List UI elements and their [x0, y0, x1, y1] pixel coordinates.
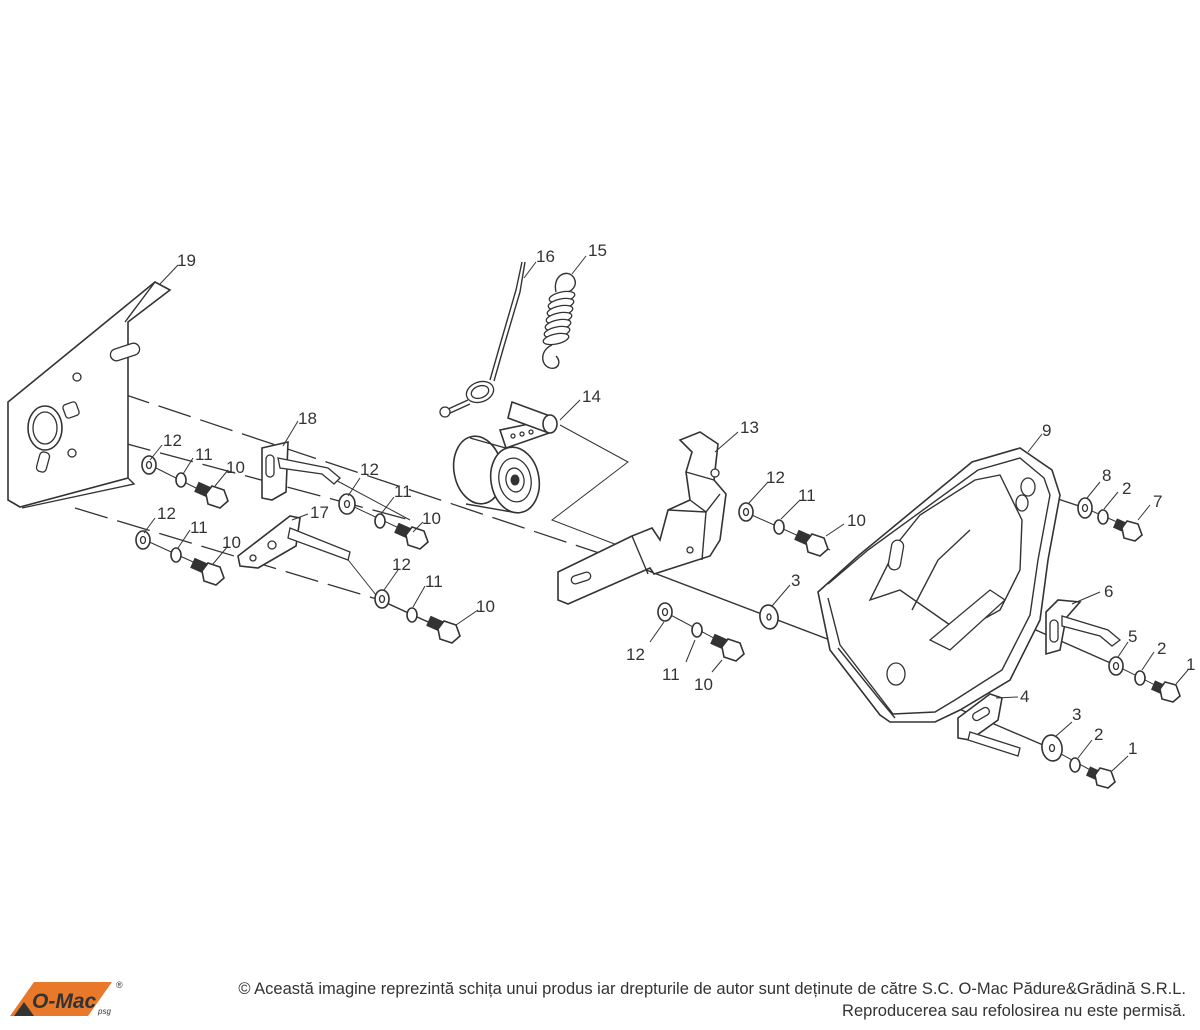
fastener-set-e: [738, 502, 829, 557]
part-18-bracket: [261, 440, 341, 501]
fastener-set-right-mid: [1108, 656, 1181, 703]
label-2: 2: [1122, 479, 1131, 498]
label-2: 2: [1157, 639, 1166, 658]
label-12: 12: [626, 645, 645, 664]
label-10: 10: [422, 509, 441, 528]
copyright-notice: © Această imagine reprezintă schița unui…: [126, 978, 1186, 1022]
logo-text: O-Mac: [32, 990, 97, 1013]
label-10: 10: [226, 458, 245, 477]
fastener-set-b: [338, 493, 429, 550]
logo-sub: psg: [97, 1007, 111, 1016]
label-7: 7: [1153, 492, 1162, 511]
label-11: 11: [394, 482, 412, 501]
label-10: 10: [476, 597, 495, 616]
label-14: 14: [582, 387, 601, 406]
label-1: 1: [1186, 655, 1195, 674]
label-8: 8: [1102, 466, 1111, 485]
copyright-line-1: © Această imagine reprezintă schița unui…: [238, 980, 1186, 998]
label-10: 10: [694, 675, 713, 694]
label-19: 19: [177, 251, 196, 270]
label-3: 3: [791, 571, 800, 590]
label-11: 11: [425, 572, 443, 591]
label-10: 10: [847, 511, 866, 530]
fastener-set-right-bottom: [1041, 734, 1116, 789]
label-11: 11: [190, 518, 208, 537]
label-11: 11: [798, 486, 816, 505]
part-14-idler-pulley: [452, 400, 558, 514]
fastener-set-d: [374, 589, 461, 644]
label-1: 1: [1128, 739, 1137, 758]
label-4: 4: [1020, 687, 1029, 706]
fastener-set-f: [657, 602, 745, 662]
part-number-labels: 19 16 15 14 18 13 9 12 11 10 12 11 10 12…: [157, 241, 1195, 758]
fastener-set-c: [135, 530, 225, 586]
label-12: 12: [163, 431, 182, 450]
logo-registered-mark: ®: [116, 980, 123, 990]
fastener-set-a: [141, 455, 229, 509]
label-10: 10: [222, 533, 241, 552]
omac-logo: O-Mac psg ®: [10, 980, 123, 1016]
part-17-bracket: [237, 515, 351, 569]
part-6-bracket: [1045, 599, 1122, 656]
part-15-coil-spring: [542, 272, 576, 370]
part-13-tensioner-bracket: [557, 431, 727, 605]
label-12: 12: [360, 460, 379, 479]
part-3-washer-center: [759, 604, 779, 630]
label-12: 12: [392, 555, 411, 574]
part-4-bracket: [957, 693, 1021, 757]
leader-lines: [143, 255, 1189, 772]
label-2: 2: [1094, 725, 1103, 744]
fastener-set-right-top: [1077, 497, 1143, 542]
label-11: 11: [662, 665, 680, 684]
label-13: 13: [740, 418, 759, 437]
part-19-left-plate: [7, 281, 172, 509]
part-16-wire-spring: [439, 261, 526, 418]
label-12: 12: [766, 468, 785, 487]
label-6: 6: [1104, 582, 1113, 601]
label-18: 18: [298, 409, 317, 428]
label-5: 5: [1128, 627, 1137, 646]
label-16: 16: [536, 247, 555, 266]
footer: O-Mac psg ® © Această imagine reprezintă…: [0, 968, 1200, 1030]
label-15: 15: [588, 241, 607, 260]
label-12: 12: [157, 504, 176, 523]
label-11: 11: [195, 445, 213, 464]
label-3: 3: [1072, 705, 1081, 724]
label-17: 17: [310, 503, 329, 522]
label-9: 9: [1042, 421, 1051, 440]
copyright-line-2: Reproducerea sau refolosirea nu este per…: [842, 1002, 1186, 1020]
part-9-cover-plate: [817, 447, 1061, 723]
